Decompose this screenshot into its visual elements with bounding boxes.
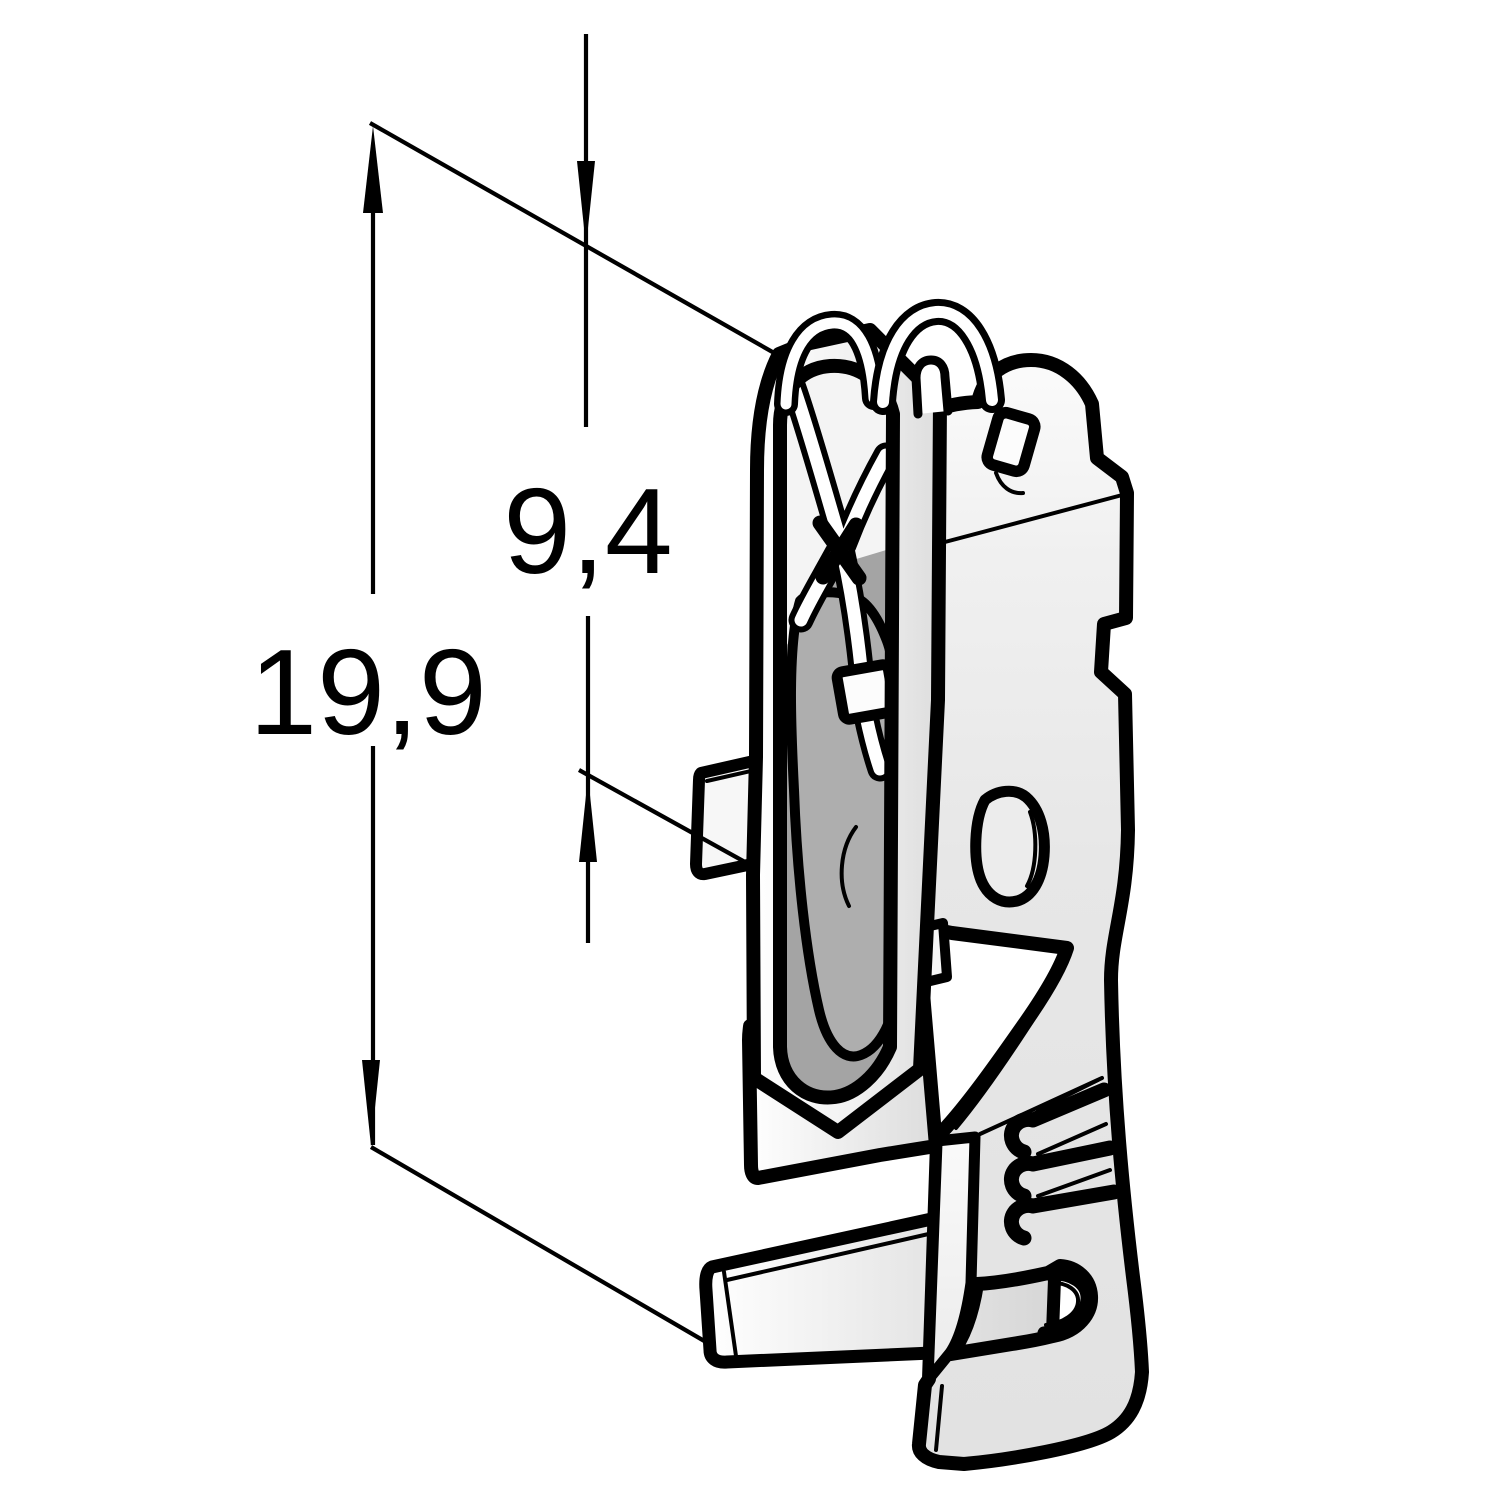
dimension-9-4-top xyxy=(577,34,595,427)
arrow-down-icon xyxy=(577,161,595,247)
tab-lance-hole xyxy=(981,406,1041,478)
serration-echo-line xyxy=(1036,1078,1100,1112)
extension-line-bottom xyxy=(369,1145,708,1344)
crimp-serration xyxy=(1003,1082,1112,1160)
dimension-label-19-9: 19,9 xyxy=(249,624,486,760)
neck-band xyxy=(922,1131,981,1386)
front-plate xyxy=(746,323,947,1139)
serration-echo-line xyxy=(1036,1168,1112,1198)
spring-dome-mark xyxy=(839,825,858,908)
sweep-echo-line xyxy=(954,1004,1044,1130)
arrow-down-icon xyxy=(362,1060,380,1146)
arrow-up-icon xyxy=(579,776,597,862)
terminal-illustration xyxy=(690,299,1149,1471)
front-clip-arch xyxy=(774,310,886,416)
spring-knot xyxy=(812,515,867,586)
body-top-edge-line xyxy=(924,492,1128,549)
crimp-serration xyxy=(1003,1140,1118,1204)
rear-clip-arch xyxy=(870,299,1005,415)
blade-strip-bevel xyxy=(725,1228,948,1282)
serration-echo-line xyxy=(1036,1122,1108,1156)
oval-hole-inner-line xyxy=(1025,810,1038,888)
dimension-19-9 xyxy=(362,126,383,1146)
crimp-foot-junction-arc xyxy=(1037,1267,1094,1340)
dimension-9-4-bottom xyxy=(579,616,597,943)
dimension-annotations: 9,4 19,9 xyxy=(249,34,778,1344)
arrow-up-icon xyxy=(363,126,383,213)
dimension-label-9-4: 9,4 xyxy=(503,463,673,599)
foot-face-line xyxy=(934,1384,944,1452)
extension-line-middle xyxy=(577,768,756,869)
arch-slot xyxy=(911,355,953,419)
body-oval-hole xyxy=(970,785,1050,908)
crimp-serration xyxy=(1003,1184,1122,1246)
foot-top-line xyxy=(955,1347,1010,1359)
blade-strip-endcap-line xyxy=(722,1270,738,1358)
junction-echo-line xyxy=(1044,1280,1081,1327)
extension-line-top xyxy=(368,121,778,356)
tab-hole-under-line xyxy=(994,471,1025,496)
